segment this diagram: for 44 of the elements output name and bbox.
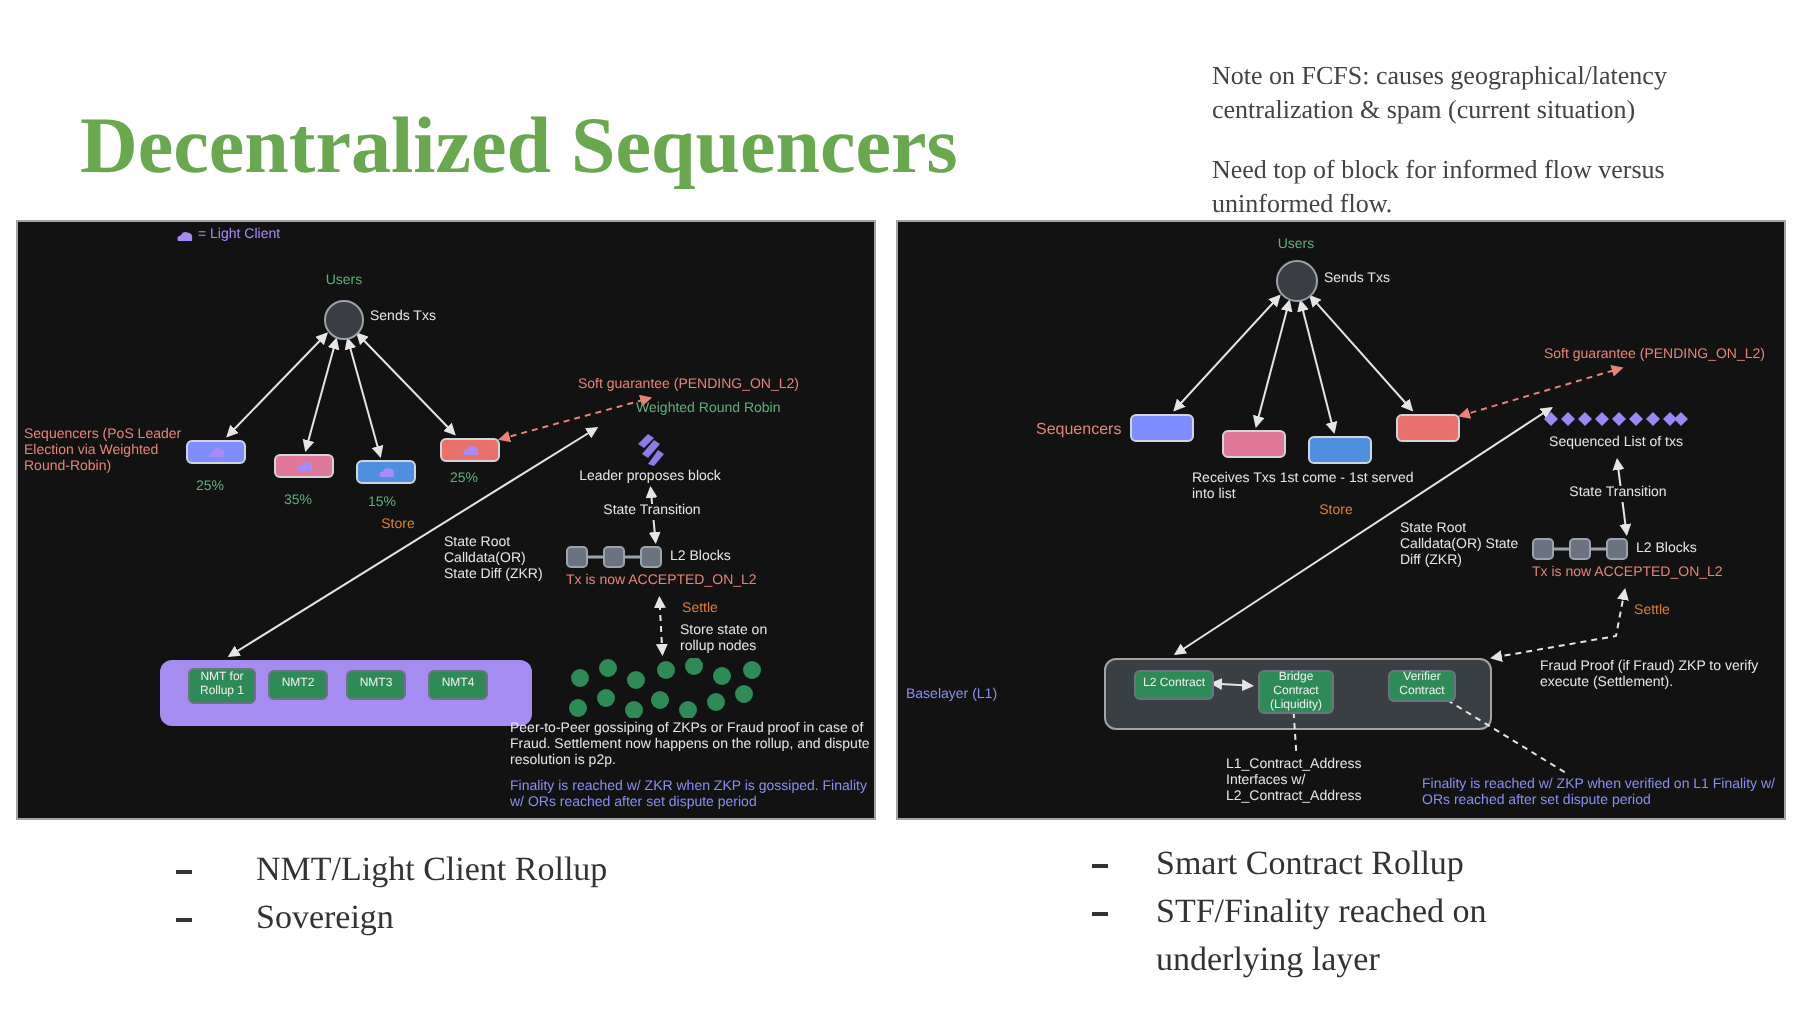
arrow [653,596,668,656]
note-text: Note on FCFS: causes geographical/latency centralization & spam (current situation) [1212,58,1669,126]
sequencer-box [440,438,500,462]
arrow [1297,299,1338,434]
connector-line [1292,711,1298,755]
namespace-tree-box [428,670,488,700]
sequencer-box [1222,430,1286,458]
arrow [227,426,599,658]
base-layer-box [1104,658,1492,730]
connector-line [1446,699,1569,775]
diagram-panel [896,220,1786,820]
bullet-text: NMT/Light Client Rollup [256,848,608,892]
bullet-text: Smart Contract Rollup [1156,842,1464,886]
sequencer-box [1308,436,1372,464]
rollup-nodes-drawing [568,658,764,718]
arrow [1309,294,1414,412]
arrow [344,337,384,458]
arrow [498,394,653,443]
sequencer-box [356,460,416,484]
arrow [1252,299,1293,428]
note-text: Need top of block for informed flow versus uninformed flow. [1212,152,1667,220]
namespace-tree-box [188,668,256,704]
namespace-tree-box [346,670,406,700]
arrow [226,332,328,438]
arrow [302,337,340,452]
contract-box [1388,670,1456,702]
sequencer-box [186,440,246,464]
arrow [1490,588,1629,662]
bullet-text: STF/Finality reached on underlying layer [1156,890,1489,982]
diagram-panel [16,220,876,820]
arrow [1173,406,1553,656]
contract-box [1134,670,1214,700]
arrow [1173,294,1281,412]
arrow [356,332,456,436]
data-layer-box [160,660,532,726]
sequencer-box [274,454,334,478]
bullet-text: Sovereign [256,896,394,940]
arrow [1458,365,1624,419]
contract-box [1258,670,1334,714]
arrow [1210,678,1254,692]
sequencer-box [1130,414,1194,442]
sequencer-box [1396,414,1460,442]
namespace-tree-box [268,670,328,700]
slide-title: Decentralized Sequencers [80,98,958,194]
